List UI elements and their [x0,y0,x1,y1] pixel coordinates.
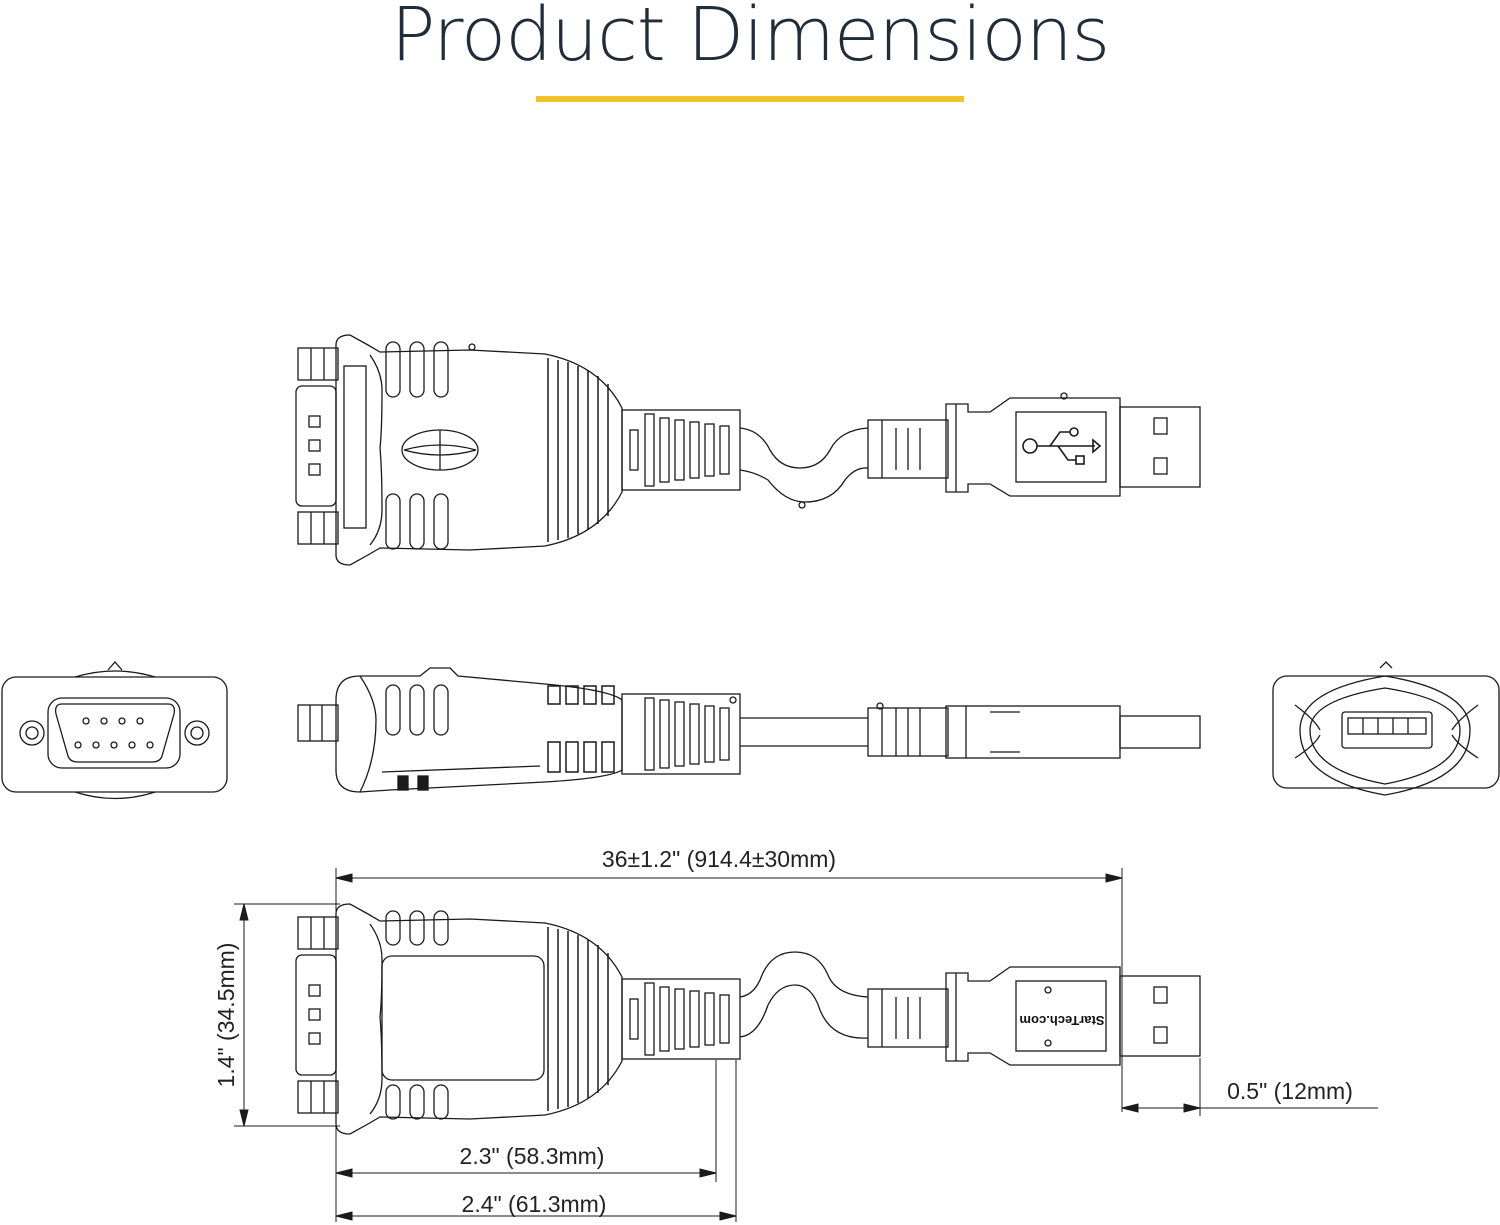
housing-length-label: 2.3" (58.3mm) [460,1143,605,1169]
bottom-view [295,903,1201,1135]
dimension-lines [234,868,1378,1222]
housing-strain-relief-length-label: 2.4" (61.3mm) [462,1191,607,1217]
usb-trident-icon [1022,427,1102,465]
usb-end-view [1272,661,1500,796]
serial-housing [335,334,623,566]
cable [739,427,869,509]
db9-end-view [1,661,228,800]
usb-a-plug [867,392,1201,497]
top-view [295,334,1201,566]
title-underline [536,96,964,102]
usb-plug-thickness-label: 0.5" (12mm) [1227,1078,1353,1104]
db9-connector [295,347,339,545]
side-view [297,667,1201,793]
page-title: Product Dimensions [390,0,1110,78]
strain-relief [621,409,741,491]
brand-label: StarTech.com [1019,1013,1104,1028]
overall-length-label: 36±1.2" (914.4±30mm) [602,846,836,872]
db9-pins [74,717,154,749]
height-label: 1.4" (34.5mm) [213,943,239,1088]
